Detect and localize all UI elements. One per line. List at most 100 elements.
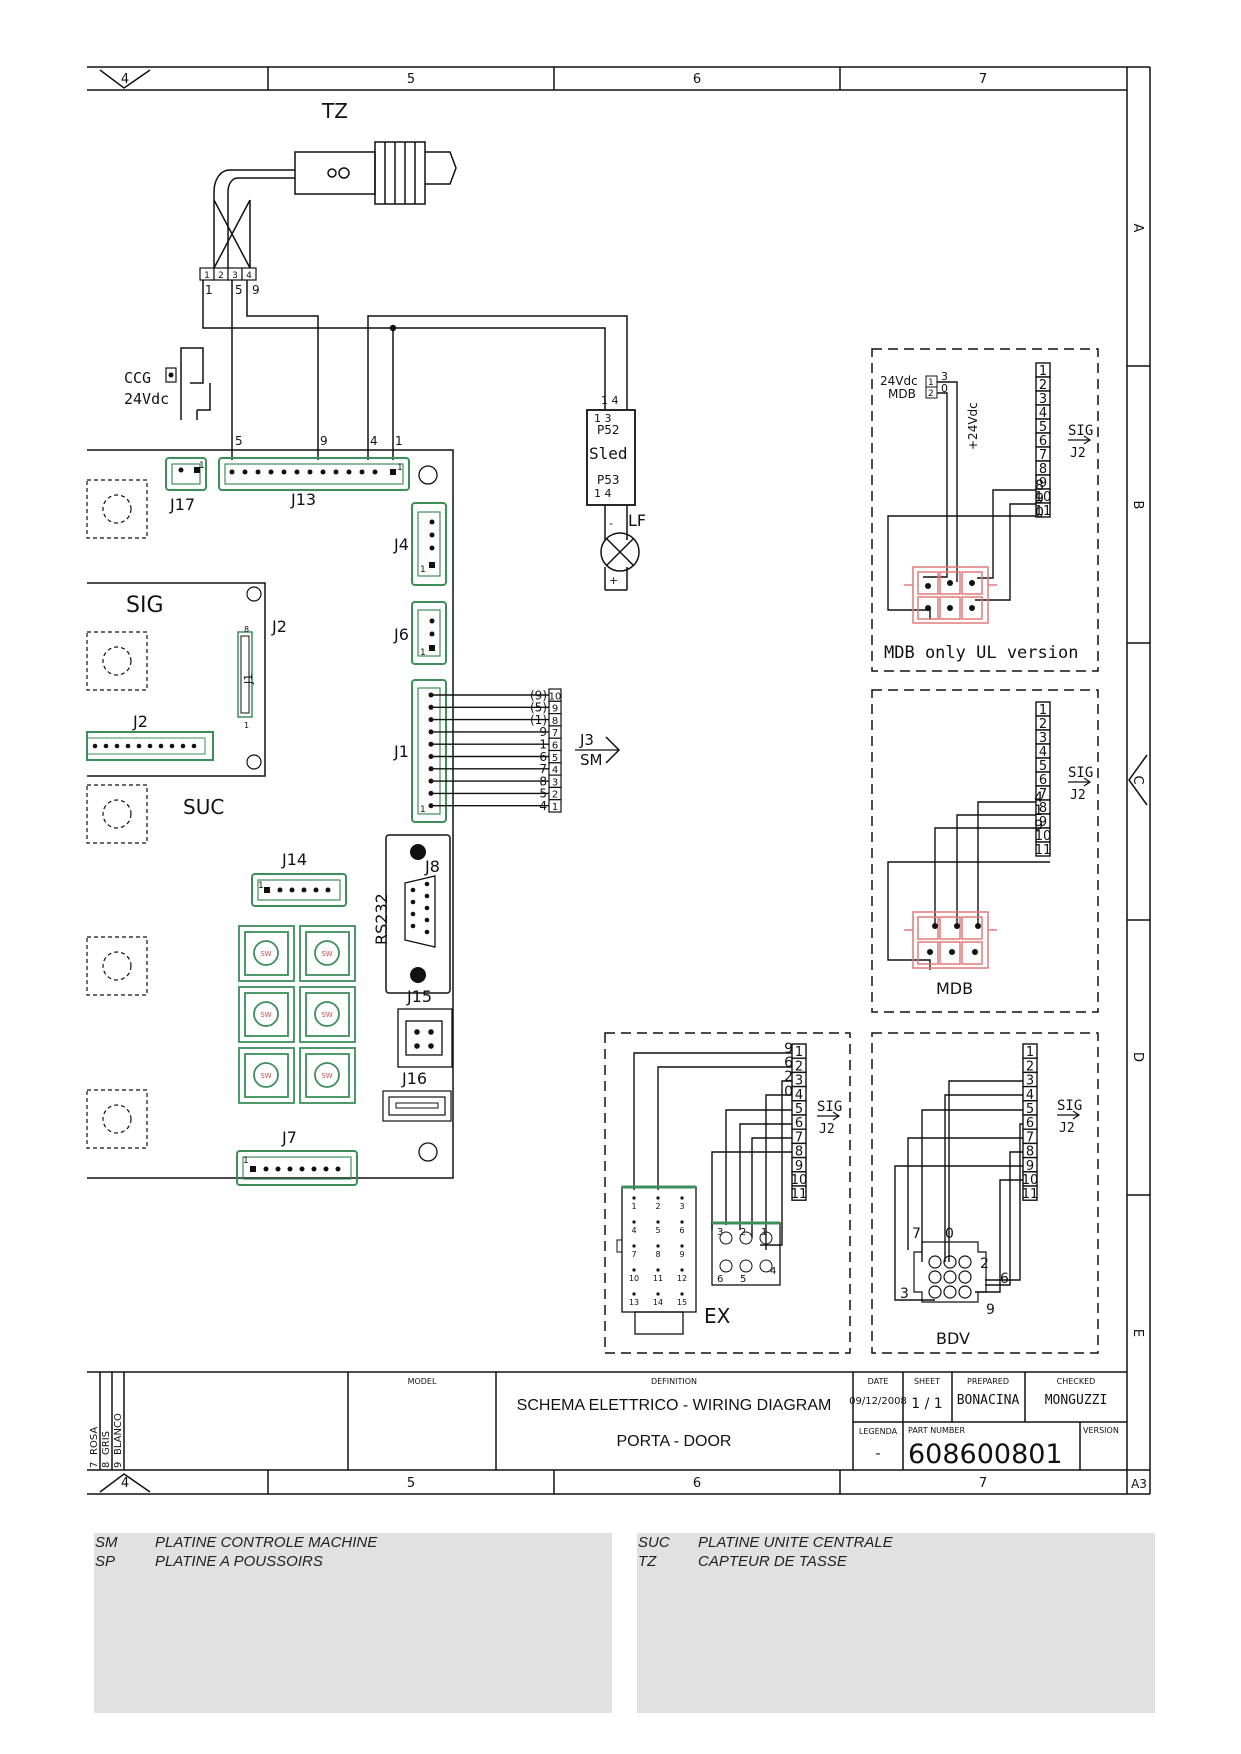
j2-top-label: J2 xyxy=(271,617,287,636)
mdb-ul-pin: 7 xyxy=(1039,448,1047,463)
sheet-format: A3 xyxy=(1131,1477,1147,1491)
tz-label: TZ xyxy=(321,99,348,123)
j3-pin: 10 xyxy=(549,691,562,702)
ex-6pin-connector: 3 2 1 6 5 4 xyxy=(711,1221,781,1286)
j1-inner-pin8: 8 xyxy=(244,625,249,634)
sheet-label: SHEET xyxy=(914,1377,940,1386)
j14-label: J14 xyxy=(281,850,307,869)
mdb-ul-wire-label: 0 xyxy=(1035,505,1044,521)
sw-label: SW xyxy=(321,950,332,958)
bdv-conn-label: 2 xyxy=(980,1256,989,1272)
mdb-sig-label: SIG xyxy=(1068,765,1093,781)
tz-cup-sensor: TZ 1 2 3 4 xyxy=(199,99,457,297)
j3-pin: 1 xyxy=(552,802,558,813)
ex-grid-pin: 2 xyxy=(655,1202,660,1211)
ex-grid-dot xyxy=(656,1220,660,1224)
ex-pin: 9 xyxy=(795,1159,803,1174)
mdb-pin: 4 xyxy=(1039,745,1047,760)
mdb-ul-pin: 5 xyxy=(1039,420,1047,435)
ex-small-pin: 5 xyxy=(740,1274,746,1285)
row-label: C xyxy=(1130,775,1145,784)
ex-grid-dot xyxy=(680,1244,684,1248)
legend-code: TZ xyxy=(638,1553,657,1570)
legenda-label: LEGENDA xyxy=(859,1427,898,1436)
push-switches: SW SW SW SW SW SW xyxy=(238,925,356,1104)
column-label: 4 xyxy=(121,72,129,87)
bdv-pin: 6 xyxy=(1026,1116,1034,1131)
mdb-wire-label: 9 xyxy=(1034,818,1043,834)
p52-label: P52 xyxy=(597,423,620,437)
j6-pin1: 1 xyxy=(420,648,426,658)
mdb-pin: 7 xyxy=(1039,787,1047,802)
column-label: 6 xyxy=(693,1476,701,1491)
j3-sm-label: SM xyxy=(580,751,602,769)
tz-wire-label: 5 xyxy=(235,283,243,297)
connector-j4: 1 J4 xyxy=(393,502,447,586)
date-value: 09/12/2008 xyxy=(849,1396,907,1407)
ex-grid-dot xyxy=(680,1196,684,1200)
mdb-ul-sig-label: SIG xyxy=(1068,423,1093,439)
row-label: D xyxy=(1130,1052,1145,1062)
sw-label: SW xyxy=(260,950,271,958)
ex-pin: 3 xyxy=(795,1074,803,1089)
tz-wire-label: 1 xyxy=(205,283,213,297)
j3-wire-label: 4 xyxy=(539,799,547,813)
j1-pin1: 1 xyxy=(420,805,426,815)
ex-pin: 2 xyxy=(795,1059,803,1074)
ex-grid-dot xyxy=(632,1244,636,1248)
mdb-ul-pin: 1 xyxy=(1039,364,1047,379)
sig-board: SIG J2 J1 8 1 J2 xyxy=(86,582,287,777)
j1-label: J1 xyxy=(393,742,409,761)
bdv-pin: 10 xyxy=(1022,1173,1039,1188)
j1-pin-dot xyxy=(428,803,434,809)
sw-label: SW xyxy=(321,1011,332,1019)
j3-wire-label: 7 xyxy=(539,762,547,776)
bdv-pin: 8 xyxy=(1026,1145,1034,1160)
mdb-connector xyxy=(904,911,997,969)
connector-j15: J15 xyxy=(397,987,453,1068)
mdb-pin: 2 xyxy=(1039,717,1047,732)
j3-pin: 5 xyxy=(552,753,558,764)
bdv-conn-label: 7 xyxy=(912,1226,921,1242)
lf-plus: + xyxy=(609,574,618,587)
bdv-pin: 11 xyxy=(1022,1187,1039,1202)
diagram-title: SCHEMA ELETTRICO - WIRING DIAGRAM xyxy=(517,1397,832,1414)
mdb-ul-pin: 4 xyxy=(1039,406,1047,421)
legend-code: SUC xyxy=(638,1534,670,1551)
mdb-pin: 5 xyxy=(1039,759,1047,774)
j1-pin-dot xyxy=(428,717,434,723)
j1-pin-dot xyxy=(428,754,434,759)
ex-grid-dot xyxy=(656,1268,660,1272)
checked-value: MONGUZZI xyxy=(1045,1393,1108,1408)
j1-pin-dot xyxy=(428,692,434,698)
ex-grid-dot xyxy=(680,1268,684,1272)
mdb-ul-pin-box xyxy=(1035,502,1051,518)
p52-pins: 1 3 xyxy=(594,412,612,425)
ex-grid-dot xyxy=(656,1292,660,1296)
mdb-ul-pin: 11 xyxy=(1035,504,1052,519)
j3-pin: 3 xyxy=(552,777,558,788)
ex-grid-pin: 15 xyxy=(677,1298,687,1307)
title-block: MODEL DEFINITION DATE SHEET PREPARED CHE… xyxy=(87,1371,1127,1470)
j3-wire-label: (5) xyxy=(530,701,547,715)
row-labels: A B C D E A3 xyxy=(1130,224,1147,1491)
legenda-value: - xyxy=(875,1446,880,1462)
version-label: VERSION xyxy=(1083,1426,1119,1435)
legend-description: PLATINE A POUSSOIRS xyxy=(155,1553,323,1570)
p53-label: P53 xyxy=(597,473,620,487)
mdb-ul-caption: MDB only UL version xyxy=(884,643,1078,663)
j3-wire-label: 6 xyxy=(539,750,547,764)
ex-grid-dot xyxy=(656,1196,660,1200)
j13-pin1: 1 xyxy=(397,463,403,473)
part-number-label: PART NUMBER xyxy=(908,1426,965,1435)
bdv-pin: 4 xyxy=(1026,1088,1034,1103)
mdb-ul-sp-wire: 3 xyxy=(941,370,948,383)
connector-j1: 1 J1 xyxy=(393,679,447,823)
mdb-ul-wire-label: 9 xyxy=(1035,491,1044,507)
ex-grid-pin: 6 xyxy=(679,1226,684,1235)
bdv-conn-label: 0 xyxy=(945,1226,954,1242)
j2-bottom-label: J2 xyxy=(132,712,148,731)
ex-grid-dot xyxy=(632,1268,636,1272)
